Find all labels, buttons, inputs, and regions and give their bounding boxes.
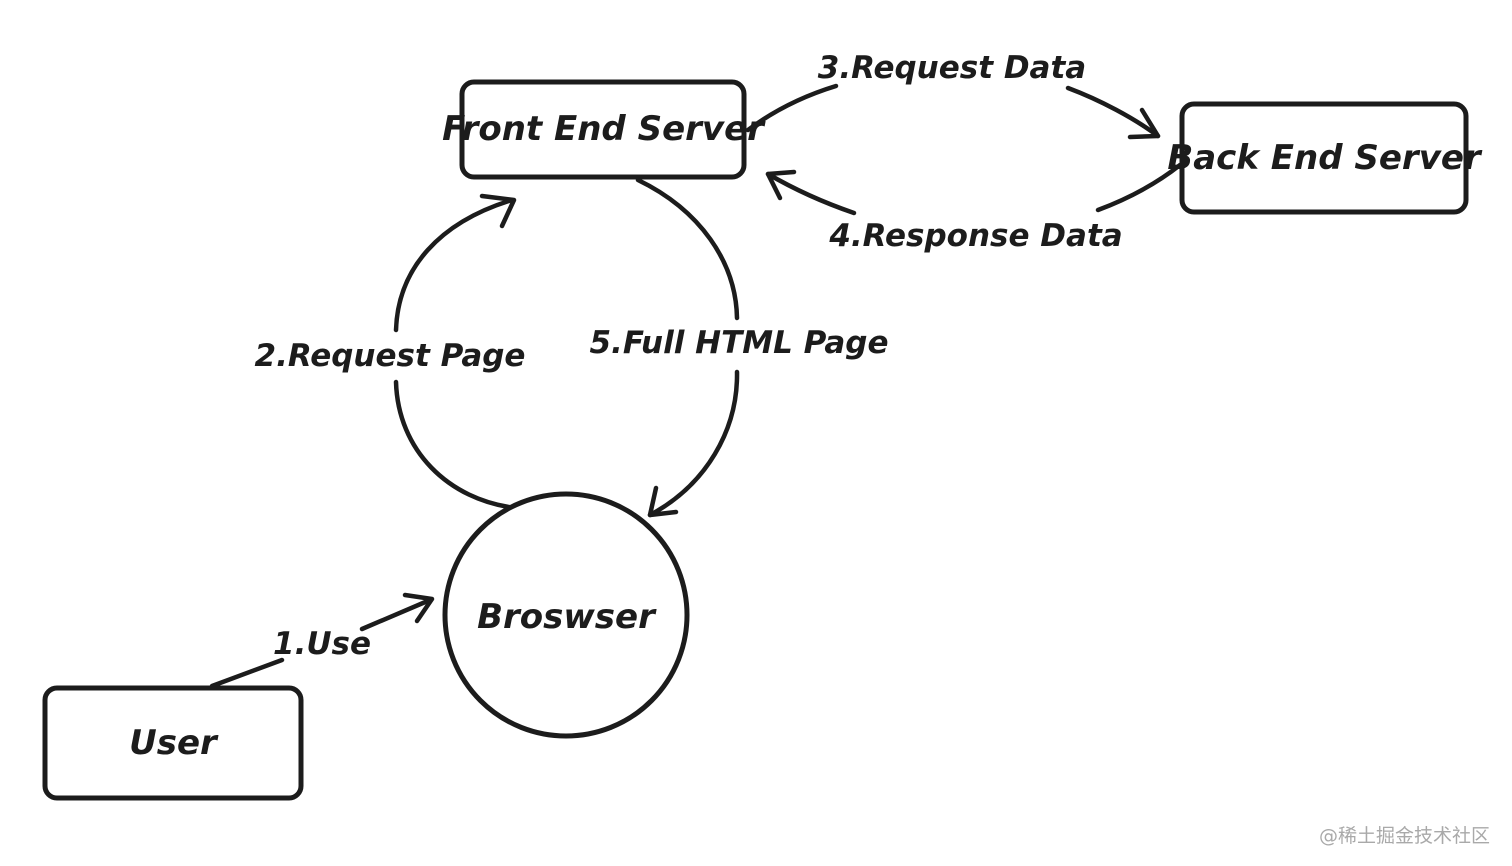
edge-label-full-html-page: 5.Full HTML Page [589,325,888,361]
edge-label-response-data: 4.Response Data [828,218,1122,254]
edge-label-request-page: 2.Request Page [255,338,526,374]
node-front-end-server-box [459,79,747,180]
edge-request-page-arrowhead [479,193,517,229]
edge-response-data-line-b [765,171,857,216]
node-back-end-server-label: Back End Server [1167,138,1483,178]
edge-request-data-line-b [1065,85,1161,139]
watermark: @稀土掘金技术社区 [1318,825,1490,847]
node-user-box [42,685,304,801]
edge-response-data-arrowhead [765,169,797,201]
edge-request-page-arc-upper [393,197,515,333]
edge-request-page-arc-lower [393,379,519,511]
edge-use [209,592,435,689]
node-browser-circle [442,491,690,739]
edge-full-html-page-arc-lower [647,369,740,518]
edge-use-line-b [359,597,433,632]
node-browser: Broswser [442,491,690,739]
edge-use-line-a [209,657,285,689]
edge-full-html-page [635,177,740,518]
node-browser-label: Broswser [477,597,657,637]
edge-use-arrowhead [402,592,435,624]
edge-full-html-page-arc-upper [635,177,740,321]
edge-label-use: 1.Use [273,626,371,662]
node-front-end-server: Front End Server [442,79,766,180]
edge-request-data-line-a [745,83,839,133]
edge-request-data-arrowhead [1127,107,1161,140]
edge-label-request-data: 3.Request Data [818,50,1086,86]
edge-response-data [765,162,1183,216]
node-back-end-server: Back End Server [1167,101,1483,215]
node-user-label: User [129,723,219,763]
edge-request-data [745,83,1161,140]
node-back-end-server-box [1179,101,1469,215]
edge-request-page [393,193,519,511]
edge-full-html-page-arrowhead [647,485,679,518]
edge-response-data-line-a [1095,162,1183,213]
node-front-end-server-label: Front End Server [442,109,766,149]
node-user: User [42,685,304,801]
